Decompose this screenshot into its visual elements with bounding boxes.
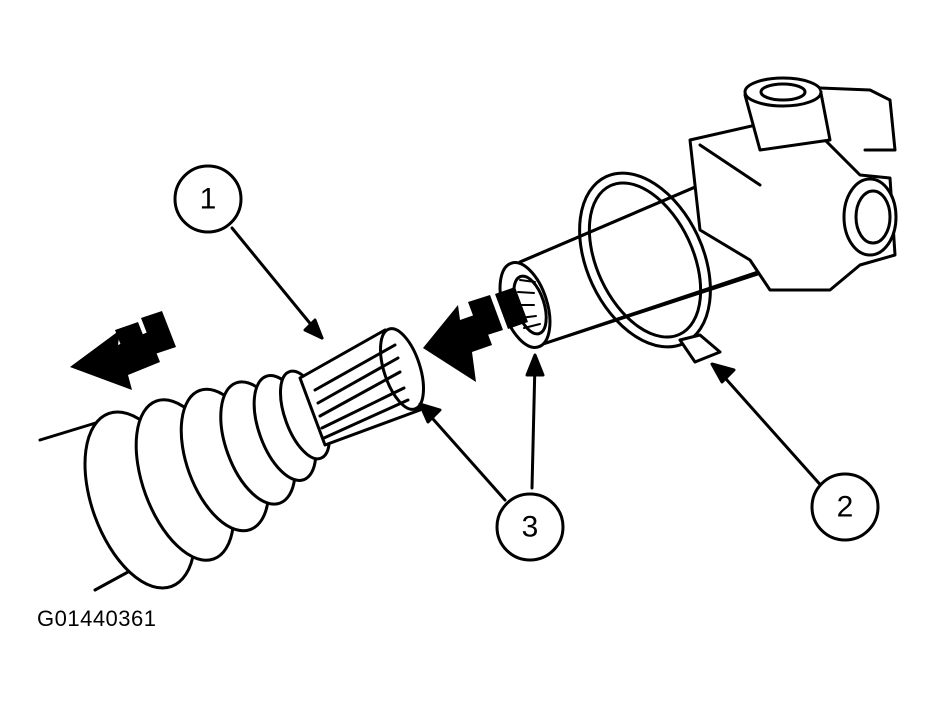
left-direction-arrow (70, 311, 176, 390)
universal-joint-yoke (688, 76, 898, 292)
figure-id-label: G01440361 (37, 606, 157, 631)
callout-3-leader-b (525, 353, 545, 490)
callout-3: 3 (495, 492, 565, 562)
callout-3-number: 3 (522, 511, 539, 544)
retaining-ring (578, 171, 722, 364)
callout-3-leader-a (418, 402, 507, 502)
callout-2-leader (710, 362, 827, 492)
callout-2: 2 (810, 472, 880, 542)
callout-2-number: 2 (837, 491, 854, 524)
center-direction-arrow (423, 287, 528, 382)
splined-stub-shaft (298, 327, 425, 447)
callout-1-leader (230, 226, 324, 340)
halfshaft-boot (38, 369, 332, 592)
callout-1: 1 (173, 164, 243, 234)
callout-1-number: 1 (200, 183, 217, 216)
